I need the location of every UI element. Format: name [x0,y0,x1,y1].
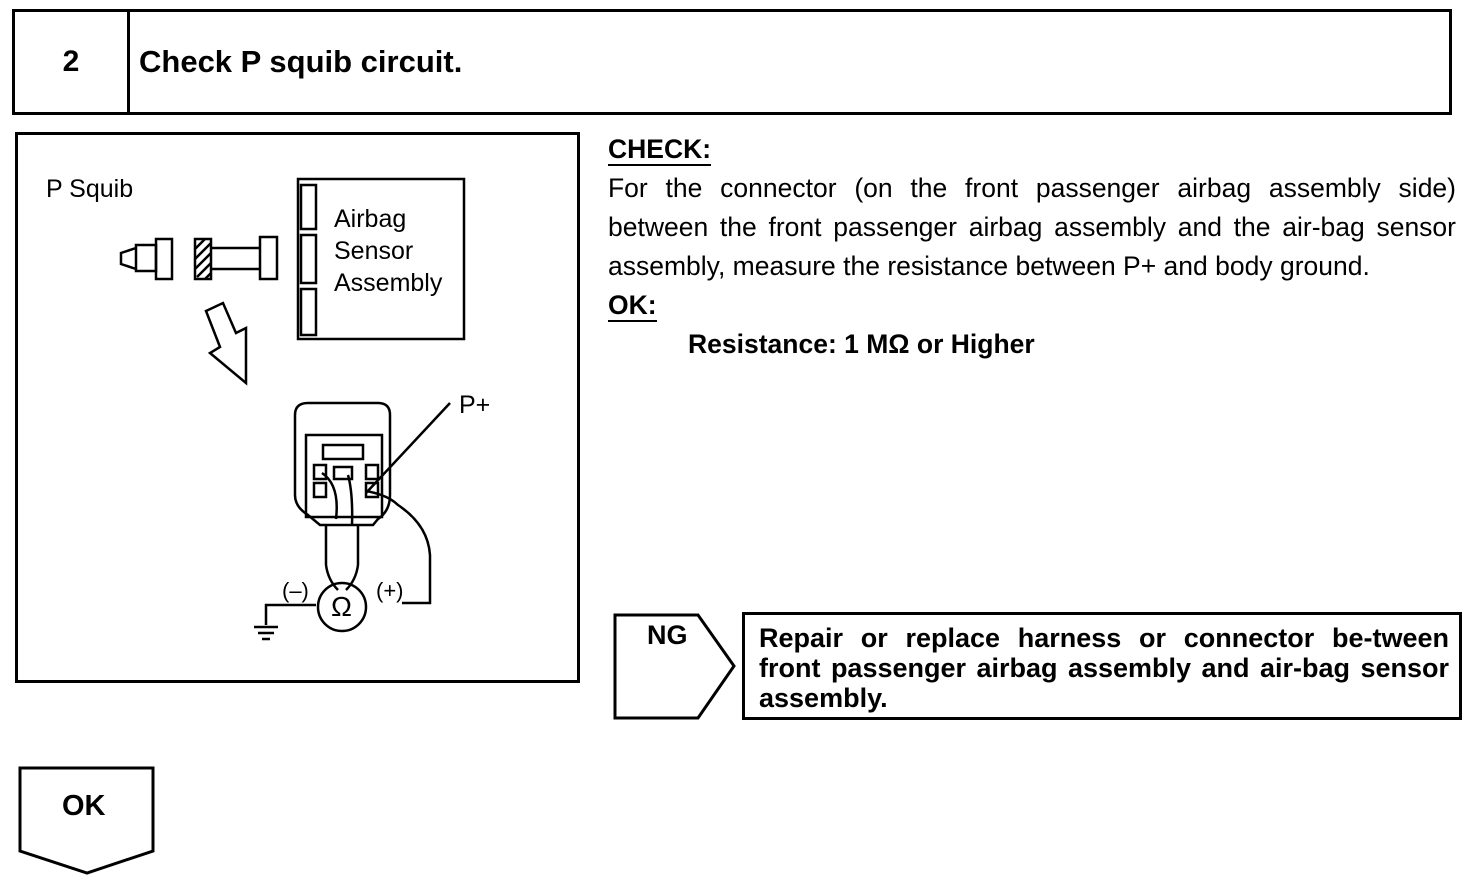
check-body: For the connector (on the front passenge… [608,173,1456,281]
check-block: CHECK: For the connector (on the front p… [608,130,1456,364]
squib-plug-body [154,237,174,281]
squib-plug-left [134,243,158,273]
step-number: 2 [15,12,130,112]
ohmmeter-circle [316,581,368,633]
ok-heading: OK: [608,290,657,322]
ng-arrow-shape [613,613,736,720]
sensor-label-line2: Sensor [334,237,414,265]
sensor-label-line1: Airbag [334,205,407,233]
sensor-label-line3: Assembly [334,269,443,297]
ng-label: NG [647,620,688,650]
check-heading: CHECK: [608,134,712,166]
ohm-symbol: Ω [331,591,352,622]
ok-branch-label: OK [62,790,106,822]
ok-arrow-shape [18,766,155,875]
step-title: Check P squib circuit. [139,44,463,79]
ok-value: Resistance: 1 MΩ or Higher [688,329,1035,359]
plus-label: (+) [376,578,404,603]
step-header: 2 Check P squib circuit. [12,9,1452,115]
squib-plug-tip [119,246,137,271]
ng-result-box: Repair or replace harness or connector b… [742,612,1462,720]
direction-arrow [204,301,248,386]
sensor-assembly-box [296,177,466,341]
minus-label: (–) [282,578,309,603]
diagram-drawing [119,177,466,641]
p-plus-label: P+ [459,391,491,419]
connector-diagram: P Squib Airbag Sensor Assembly P+ (–) (+… [15,132,580,683]
ground-symbol [254,603,316,641]
connector-face [293,401,392,527]
p-squib-label: P Squib [46,175,134,203]
